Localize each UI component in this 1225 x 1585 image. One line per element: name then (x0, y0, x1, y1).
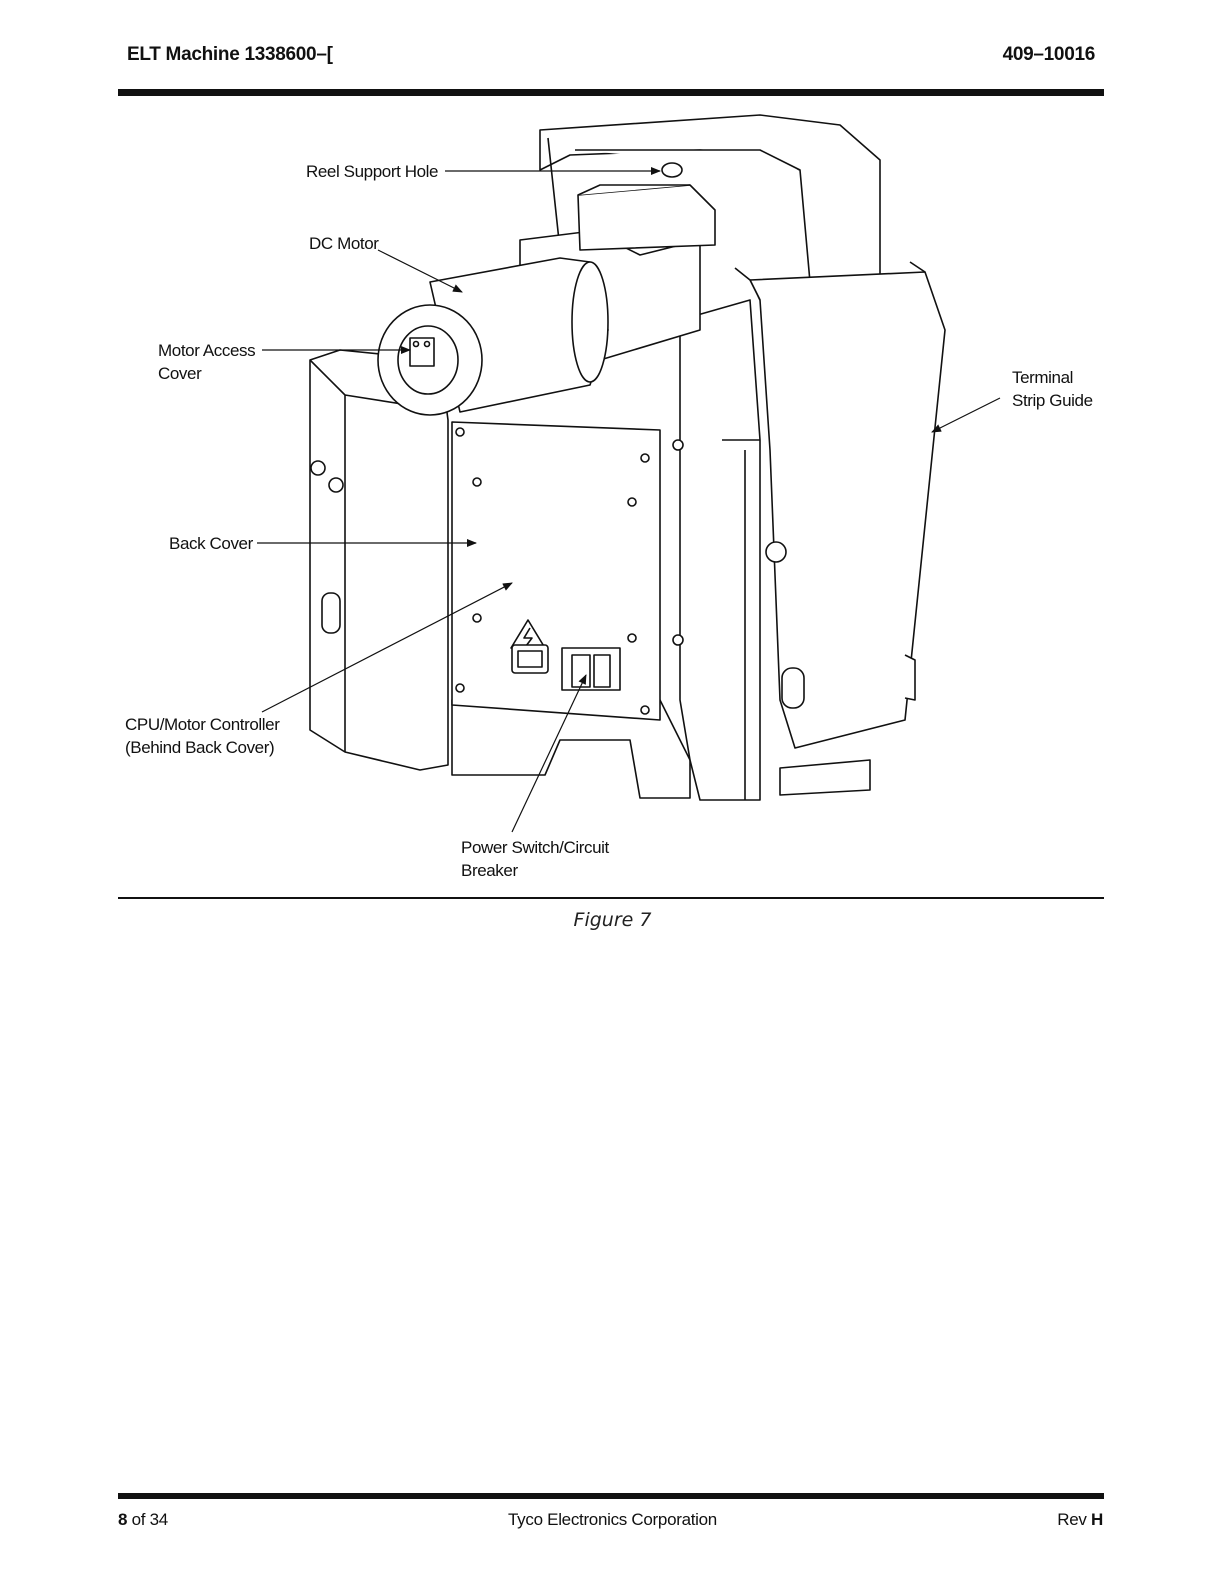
reel-support-hole (662, 163, 682, 177)
back-cover-plate (452, 422, 660, 720)
footer-rev-value: H (1091, 1510, 1103, 1529)
label-reel-support-hole: Reel Support Hole (306, 160, 438, 183)
figure-rule (118, 897, 1104, 899)
label-power-switch-line1: Power Switch/Circuit (461, 836, 609, 859)
gearbox (578, 185, 715, 250)
label-motor-access-cover: Motor Access Cover (158, 339, 255, 385)
label-terminal-strip-guide-line2: Strip Guide (1012, 389, 1093, 412)
machine-illustration (0, 0, 1225, 900)
footer-company: Tyco Electronics Corporation (0, 1510, 1225, 1530)
label-terminal-strip-guide-line1: Terminal (1012, 366, 1093, 389)
footer-rev-label: Rev (1057, 1510, 1091, 1529)
footer-rule (118, 1493, 1104, 1499)
figure-caption: Figure 7 (0, 909, 1225, 931)
label-cpu-motor-controller: CPU/Motor Controller (Behind Back Cover) (125, 713, 280, 759)
label-motor-access-cover-line2: Cover (158, 362, 255, 385)
label-terminal-strip-guide: Terminal Strip Guide (1012, 366, 1093, 412)
label-power-switch-line2: Breaker (461, 859, 609, 882)
label-back-cover: Back Cover (169, 532, 253, 555)
label-power-switch: Power Switch/Circuit Breaker (461, 836, 609, 882)
guide-knob (766, 542, 786, 562)
right-frame (680, 300, 760, 800)
leader-terminal-strip-guide (932, 398, 1000, 432)
label-cpu-controller-line1: CPU/Motor Controller (125, 713, 280, 736)
footer-revision: Rev H (1057, 1510, 1103, 1530)
leader-dc-motor (378, 250, 462, 292)
label-motor-access-cover-line1: Motor Access (158, 339, 255, 362)
left-panel-knob-2 (329, 478, 343, 492)
label-cpu-controller-line2: (Behind Back Cover) (125, 736, 280, 759)
power-switch (562, 648, 620, 690)
label-dc-motor: DC Motor (309, 232, 379, 255)
left-panel-slot (322, 593, 340, 633)
left-panel-knob-1 (311, 461, 325, 475)
